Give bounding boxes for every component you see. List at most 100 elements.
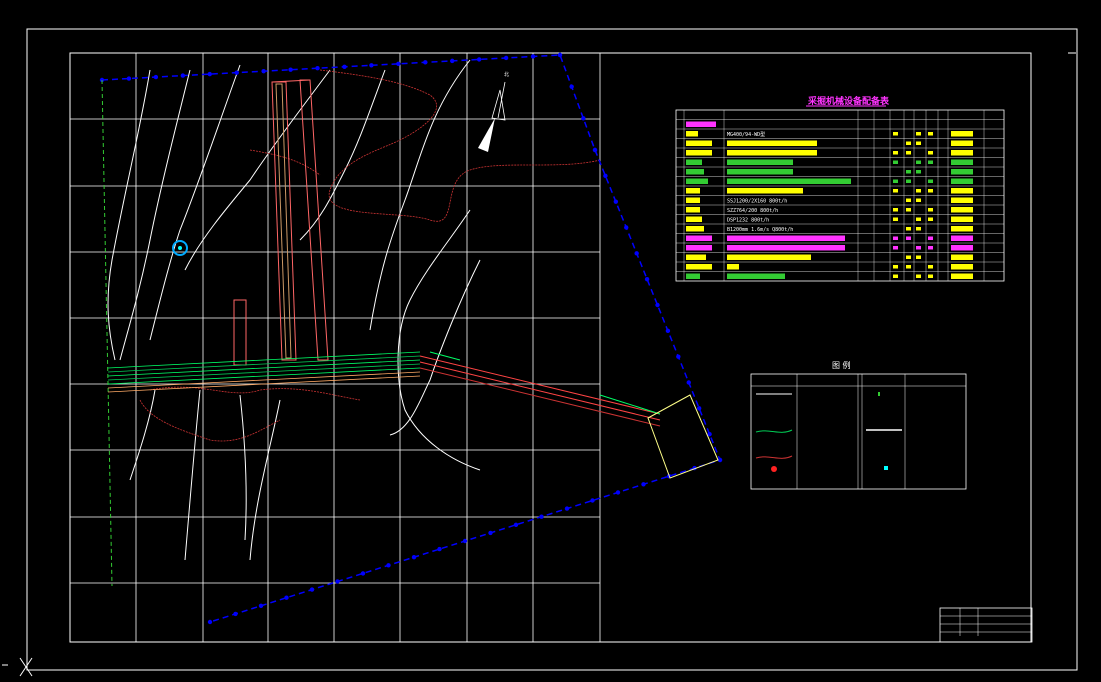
table-cell-fill	[928, 274, 933, 278]
boundary-dot	[717, 457, 723, 463]
table-cell-fill	[928, 151, 933, 155]
table-cell-fill	[893, 151, 898, 155]
table-cell-fill	[951, 226, 973, 232]
inclined-roadway	[419, 351, 661, 427]
boundary-dot	[207, 619, 213, 625]
ucs-icon	[2, 657, 33, 677]
equipment-spec-text: DSP1232 800t/h	[727, 218, 769, 224]
boundary-dot	[513, 522, 519, 527]
boundary-dot	[641, 482, 646, 487]
contour-line	[119, 69, 191, 361]
table-cell-fill	[951, 140, 973, 146]
table-cell-fill	[916, 160, 921, 164]
boundary-dot	[288, 67, 293, 72]
north-arrow: 北	[478, 71, 509, 152]
boundary-dot	[624, 225, 629, 230]
boundary-dot	[180, 73, 186, 78]
north-label: 北	[504, 71, 509, 78]
sheet-inner-border	[69, 52, 1032, 643]
table-cell-fill	[686, 169, 704, 175]
table-cell-fill	[951, 254, 973, 260]
table-cell-fill	[928, 160, 933, 164]
table-cell-fill	[893, 246, 898, 250]
red-terrain-lines	[139, 69, 601, 442]
boundary-dot	[233, 611, 238, 617]
borehole-marker-center	[178, 246, 182, 250]
table-cell-fill	[951, 131, 973, 137]
boundary-dot	[634, 251, 639, 256]
legend-symbol-square	[884, 466, 888, 470]
north-roadways	[233, 79, 329, 366]
table-cell-fill	[928, 236, 933, 240]
table-cell-fill	[727, 178, 851, 184]
legend-table: 图 例	[750, 360, 967, 490]
boundary-dot	[153, 74, 159, 80]
boundary-dot	[360, 571, 366, 576]
table-cell-fill	[893, 265, 898, 269]
contour-line	[184, 389, 201, 561]
contour-line	[239, 394, 247, 541]
boundary-dot	[207, 71, 212, 77]
boundary-dot	[234, 70, 239, 75]
boundary-dot	[386, 563, 391, 568]
table-cell-fill	[916, 255, 921, 259]
table-cell-fill	[727, 264, 739, 270]
sheet-outer-border	[26, 28, 1078, 671]
boundary-dot	[557, 52, 563, 58]
table-cell-fill	[727, 235, 845, 241]
boundary-dot	[676, 354, 681, 359]
table-cell-fill	[686, 216, 702, 222]
table-cell-fill	[951, 273, 973, 279]
equipment-spec-text: SZZ764/200 800t/h	[727, 208, 778, 214]
table-cell-fill	[893, 132, 898, 136]
table-cell-fill	[906, 265, 911, 269]
boundary-dot	[603, 173, 608, 179]
table-cell-fill	[686, 264, 712, 270]
table-cell-fill	[686, 150, 712, 156]
table-cell-fill	[916, 198, 921, 202]
table-cell-fill	[686, 226, 704, 232]
equipment-table: 采掘机械设备配备表 MG400/94-WD型 SSJ1200/2X160 800t…	[675, 95, 1005, 282]
table-cell-fill	[906, 227, 911, 231]
contour-line	[107, 69, 151, 361]
table-cell-fill	[928, 246, 933, 250]
table-cell-fill	[906, 141, 911, 145]
boundary-dot	[309, 587, 315, 592]
equipment-spec-text: SSJ1200/2X160 800t/h	[727, 199, 787, 205]
title-block	[939, 607, 1033, 643]
equipment-spec-text: B1200mm 1.6m/s Q800t/h	[727, 227, 793, 233]
table-cell-fill	[951, 150, 973, 156]
table-cell-fill	[928, 265, 933, 269]
table-cell-fill	[951, 178, 973, 184]
table-cell-fill	[951, 207, 973, 213]
table-cell-fill	[686, 159, 702, 165]
contour-line	[299, 69, 386, 241]
table-cell-fill	[893, 160, 898, 164]
boundary-dot	[581, 116, 586, 121]
table-cell-fill	[928, 189, 933, 193]
equipment-spec-text: MG400/94-WD型	[727, 131, 765, 138]
borehole-marker[interactable]	[172, 240, 188, 256]
table-cell-fill	[928, 132, 933, 136]
table-cell-fill	[951, 197, 973, 203]
legend-symbol-mark	[878, 392, 880, 396]
table-cell-fill	[893, 236, 898, 240]
boundary-dot	[284, 595, 289, 600]
table-cell-fill	[906, 208, 911, 212]
table-cell-fill	[906, 255, 911, 259]
boundary-dot	[530, 54, 536, 59]
table-cell-fill	[893, 179, 898, 183]
table-cell-fill	[686, 140, 712, 146]
equipment-table-title: 采掘机械设备配备表	[807, 95, 890, 107]
legend-title: 图 例	[832, 360, 851, 370]
table-cell-fill	[928, 217, 933, 221]
boundary-dot	[261, 68, 266, 74]
legend-symbol-curve	[755, 429, 793, 433]
table-cell-fill	[727, 140, 817, 146]
table-cell-fill	[906, 151, 911, 155]
table-cell-fill	[686, 178, 708, 184]
table-cell-fill	[906, 170, 911, 174]
contour-line	[184, 69, 331, 271]
table-cell-fill	[906, 179, 911, 183]
